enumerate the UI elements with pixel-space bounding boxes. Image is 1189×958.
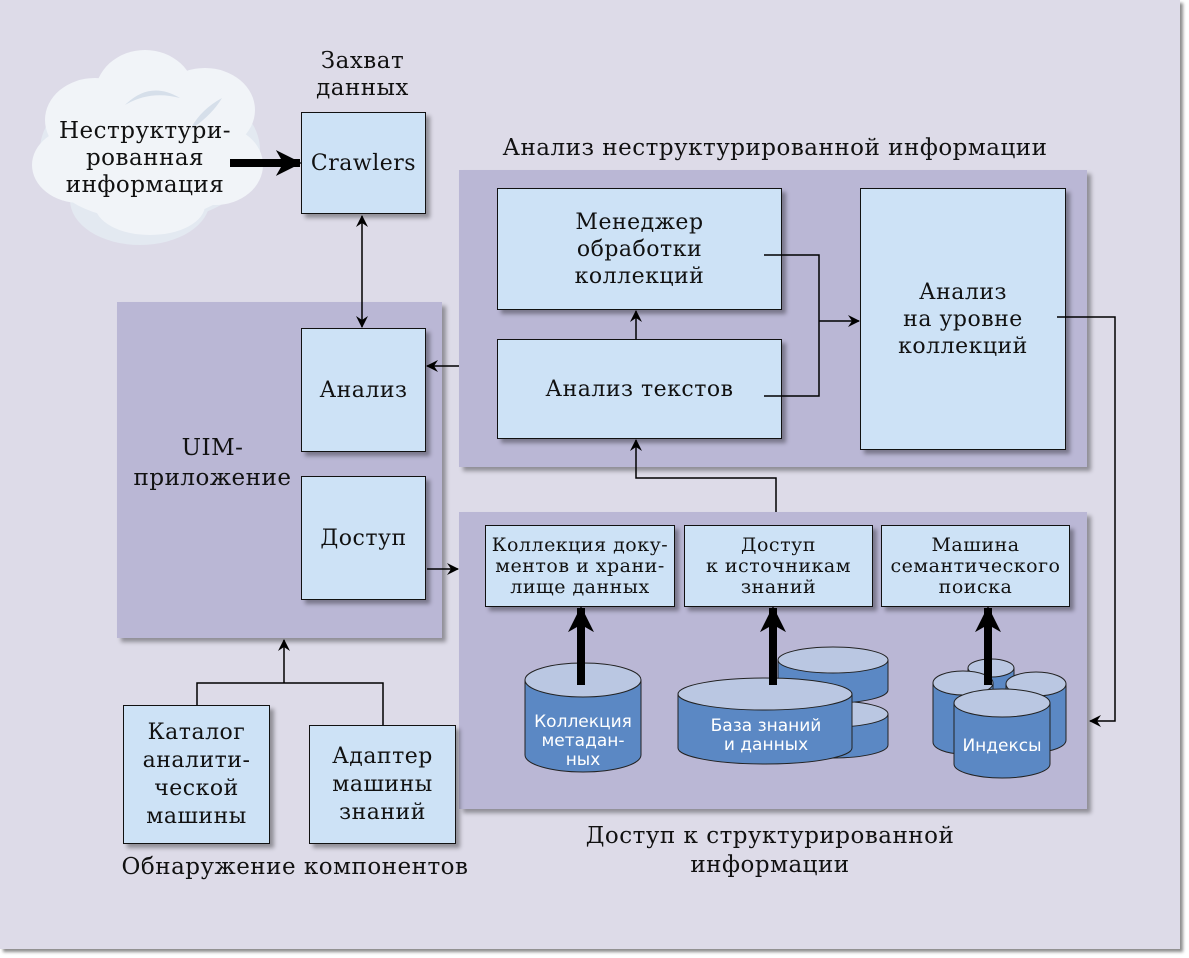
unstructured-analysis-title: Анализ неструктурированной информации bbox=[502, 135, 1048, 161]
uim-application-title: UIM- приложение bbox=[133, 435, 292, 491]
component-discovery-title: Обнаружение компонентов bbox=[121, 854, 469, 880]
uim-access-box[interactable]: Доступ bbox=[301, 476, 426, 600]
indexes-db-label: Индексы bbox=[962, 736, 1042, 756]
structured-access-title: Доступ к структурированной информации bbox=[585, 823, 955, 878]
uim-analysis-box[interactable]: Анализ bbox=[301, 328, 426, 452]
text-analysis-box[interactable]: Анализ текстов bbox=[497, 339, 782, 439]
collection-manager-box[interactable]: Менеджер обработки коллекций bbox=[497, 188, 782, 310]
doc-collection-box[interactable]: Коллекция доку- ментов и храни- лище дан… bbox=[485, 525, 675, 607]
collection-level-analysis-box[interactable]: Анализ на уровне коллекций bbox=[860, 188, 1066, 450]
crawlers-box[interactable]: Crawlers bbox=[301, 112, 426, 214]
capture-title: Захват данных bbox=[316, 48, 409, 101]
cloud-label: Неструктури- рованная информация bbox=[59, 118, 231, 198]
metadata-db-label: Коллекция метадан- ных bbox=[534, 712, 632, 770]
knowledge-db-label: База знаний и данных bbox=[710, 716, 822, 755]
catalog-box[interactable]: Каталог аналити- ческой машины bbox=[123, 705, 270, 844]
semantic-search-box[interactable]: Машина семантического поиска bbox=[881, 525, 1070, 607]
adapter-box[interactable]: Адаптер машины знаний bbox=[309, 725, 456, 844]
knowledge-access-box[interactable]: Доступ к источникам знаний bbox=[684, 525, 873, 607]
